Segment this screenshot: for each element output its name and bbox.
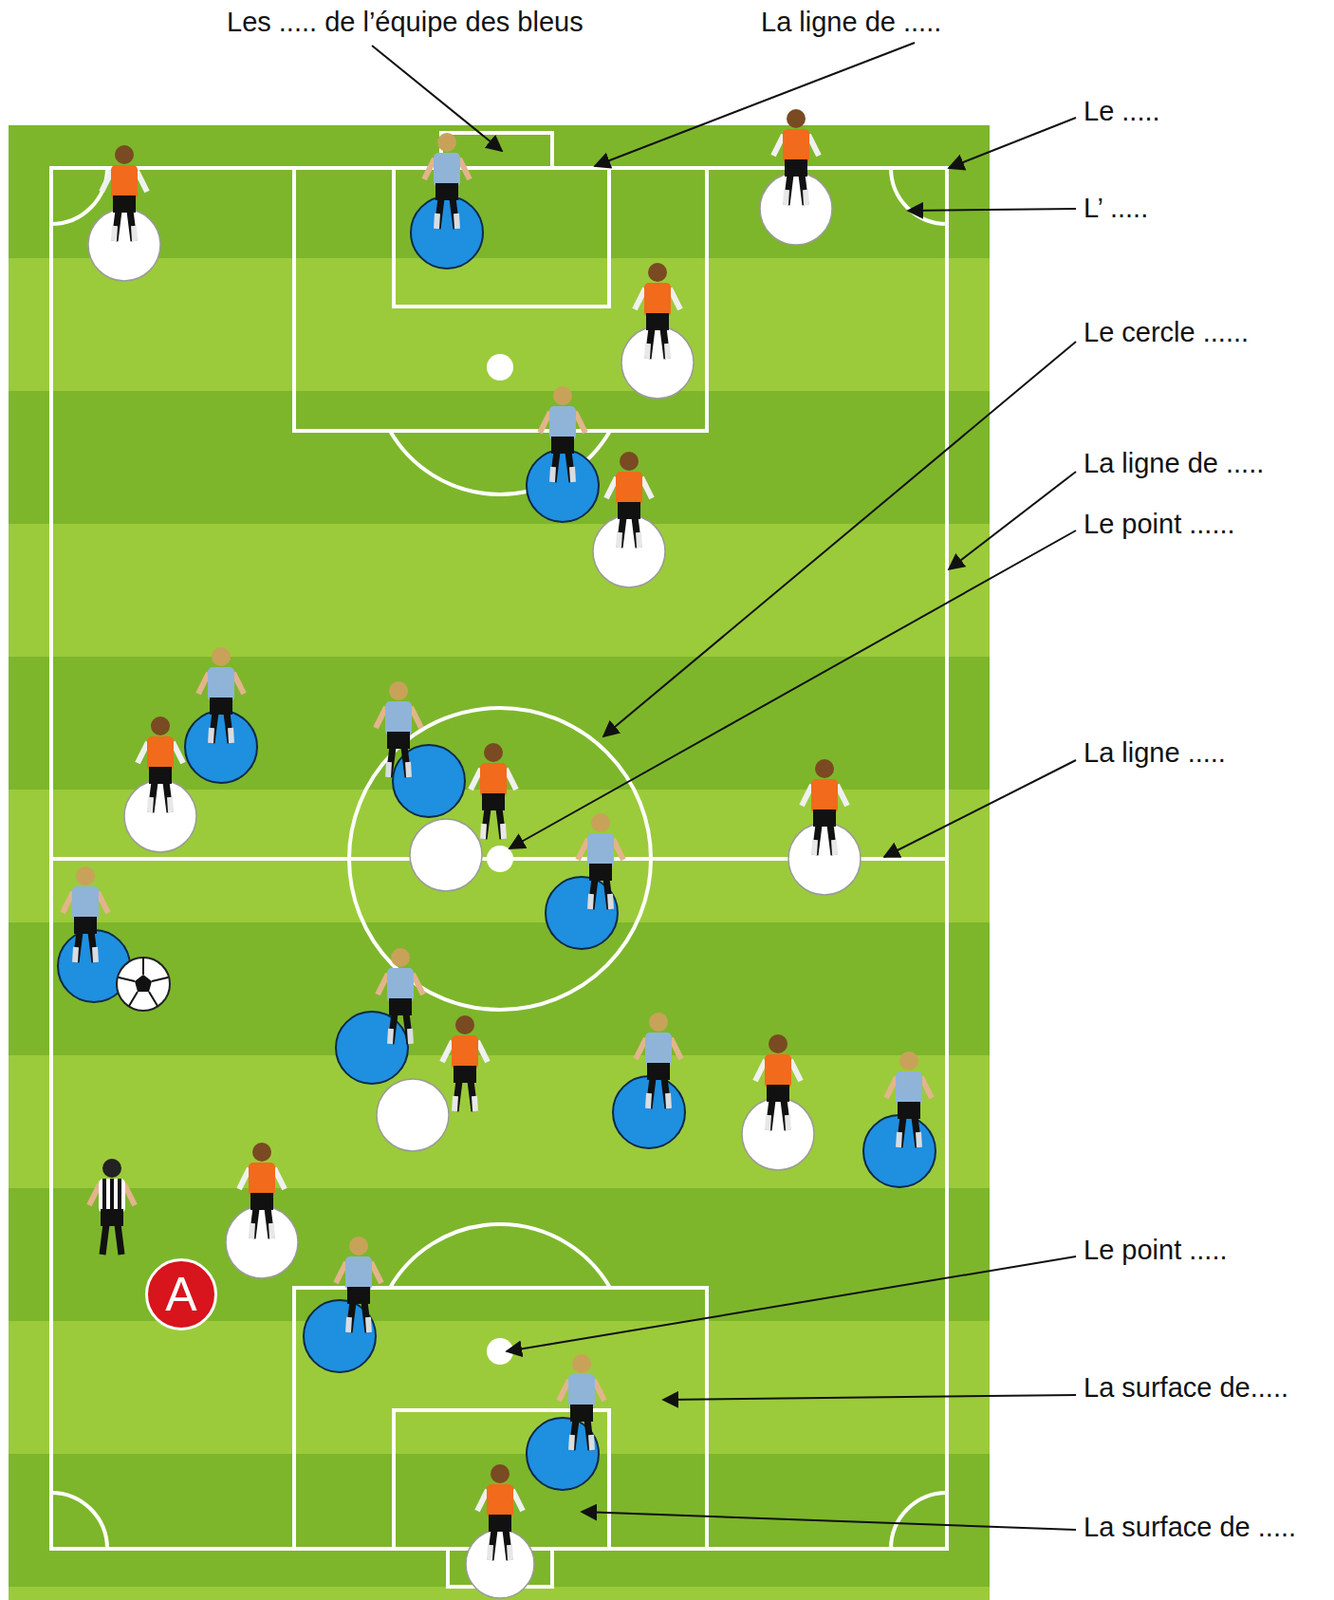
field-label: La ligne de ..... (1083, 446, 1264, 480)
blue-discs (57, 196, 936, 1490)
field-label: La ligne ..... (1083, 736, 1226, 769)
ball (116, 957, 170, 1011)
players-blue (62, 132, 932, 1450)
grass (8, 125, 990, 1600)
field-label: Le point ..... (1083, 1233, 1228, 1266)
field-label: L’ ..... (1083, 191, 1149, 224)
marker-circle: A (145, 1258, 218, 1331)
field-label: La ligne de ..... (760, 5, 942, 38)
referee (89, 1158, 135, 1255)
leader-lines (371, 42, 1076, 1530)
field-label: Le ..... (1083, 94, 1161, 128)
field-label: La surface de ..... (1083, 1510, 1297, 1543)
marker-letter: A (165, 1270, 197, 1318)
field-label: Le point ...... (1083, 507, 1236, 540)
field-label: La surface de..... (1083, 1371, 1289, 1404)
spots (486, 353, 514, 1365)
players-orange (101, 109, 848, 1560)
white-discs (88, 172, 861, 1598)
field-label: Le cercle ...... (1083, 315, 1249, 349)
pitch-lines (51, 132, 947, 1587)
field-label: Les ..... de l’équipe des bleus (226, 5, 584, 38)
